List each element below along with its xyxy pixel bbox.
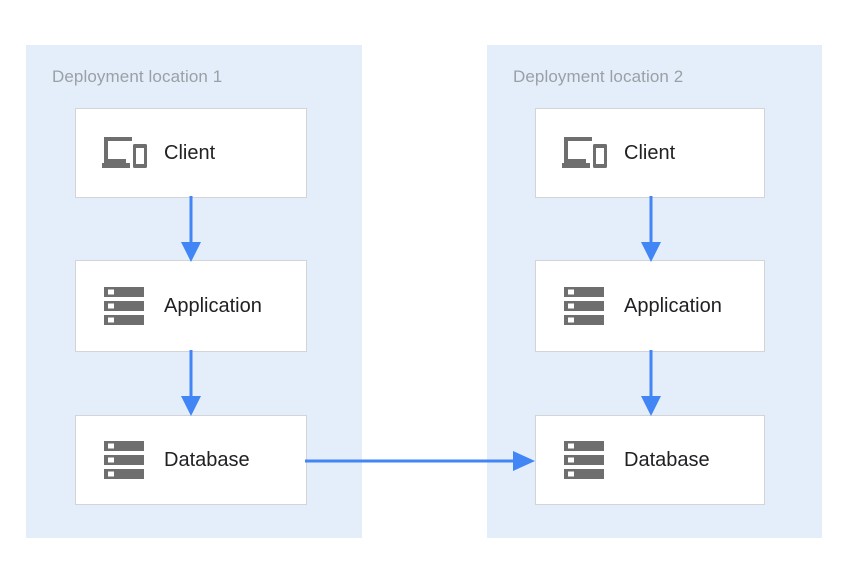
server-icon [556, 438, 614, 482]
node-database-2[interactable]: Database [535, 415, 765, 505]
node-label-client-1: Client [164, 141, 216, 164]
devices-icon [96, 131, 154, 175]
server-icon [96, 438, 154, 482]
node-application-2[interactable]: Application [535, 260, 765, 352]
server-icon [96, 284, 154, 328]
arrow-database-1-to-database-2 [305, 451, 535, 471]
server-icon [556, 284, 614, 328]
node-label-application-2: Application [624, 294, 722, 317]
arrow-client-to-application-2 [641, 196, 661, 262]
zone-label-deployment-location-1: Deployment location 1 [52, 67, 223, 86]
devices-icon [556, 131, 614, 175]
node-database-1[interactable]: Database [75, 415, 307, 505]
node-label-client-2: Client [624, 141, 676, 164]
node-label-database-2: Database [624, 448, 710, 471]
arrow-application-to-database-2 [641, 350, 661, 416]
node-client-2[interactable]: Client [535, 108, 765, 198]
arrow-client-to-application-1 [181, 196, 201, 262]
zone-label-deployment-location-2: Deployment location 2 [513, 67, 684, 86]
node-label-database-1: Database [164, 448, 250, 471]
node-label-application-1: Application [164, 294, 262, 317]
node-client-1[interactable]: Client [75, 108, 307, 198]
arrow-application-to-database-1 [181, 350, 201, 416]
node-application-1[interactable]: Application [75, 260, 307, 352]
